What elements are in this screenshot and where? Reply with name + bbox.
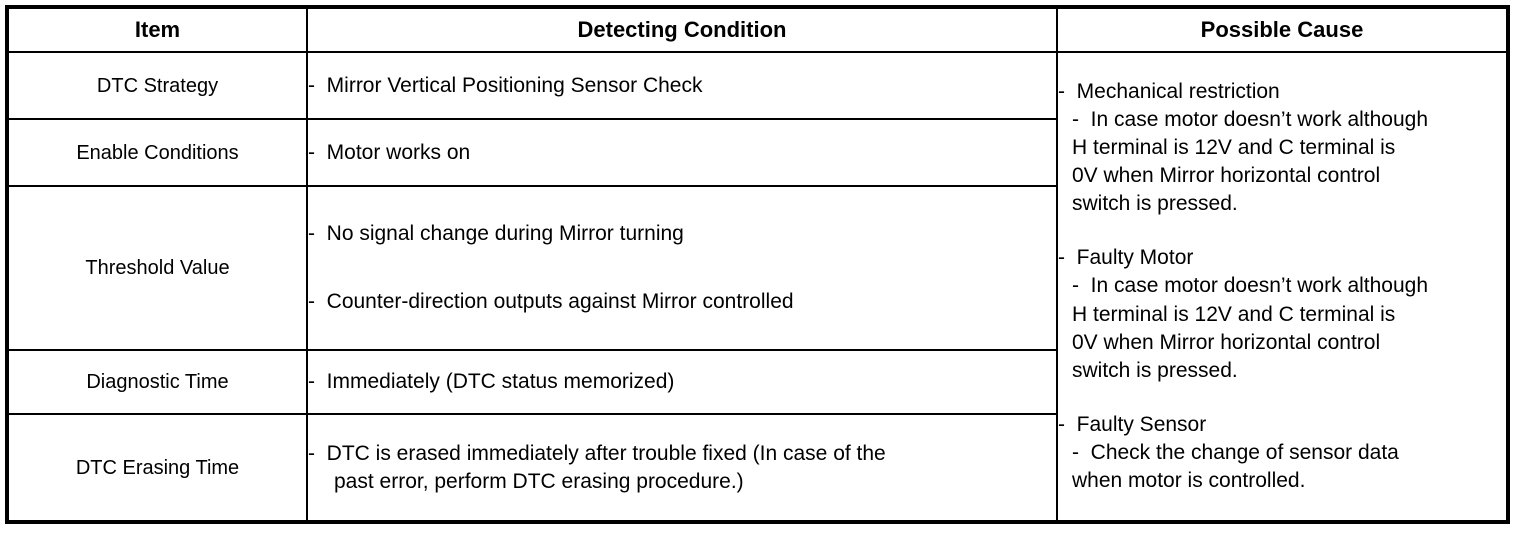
possible-cause-detail-line: switch is pressed. [1072, 358, 1238, 382]
item-cell-dtc-erasing-time: DTC Erasing Time [6, 413, 308, 523]
condition-line: - Counter-direction outputs against Mirr… [308, 290, 794, 313]
item-label: Diagnostic Time [86, 371, 229, 393]
possible-cause-heading: - Mechanical restriction [1058, 79, 1280, 103]
condition-cell-threshold-value: - No signal change during Mirror turning… [306, 185, 1058, 351]
possible-cause-detail-line: H terminal is 12V and C terminal is [1072, 302, 1396, 326]
possible-cause-cell: - Mechanical restriction - In case motor… [1056, 51, 1509, 523]
condition-line: past error, perform DTC erasing procedur… [334, 469, 744, 493]
possible-cause-block-faulty-motor: - Faulty Motor - In case motor doesn’t w… [1058, 244, 1506, 385]
possible-cause-detail-line: - In case motor doesn’t work although [1072, 107, 1429, 131]
condition-line: - DTC is erased immediately after troubl… [308, 441, 886, 465]
column-header-detecting-condition-label: Detecting Condition [577, 17, 787, 42]
possible-cause-block-faulty-sensor: - Faulty Sensor - Check the change of se… [1058, 411, 1506, 495]
item-cell-threshold-value: Threshold Value [6, 185, 308, 351]
condition-line: - Mirror Vertical Positioning Sensor Che… [308, 73, 703, 97]
item-cell-dtc-strategy: DTC Strategy [6, 51, 308, 120]
condition-cell-dtc-strategy: - Mirror Vertical Positioning Sensor Che… [306, 51, 1058, 120]
item-label: Enable Conditions [76, 141, 239, 164]
possible-cause-detail-line: when motor is controlled. [1072, 469, 1306, 493]
possible-cause-detail-line: 0V when Mirror horizontal control [1072, 164, 1381, 188]
table-row-dtc-strategy: DTC Strategy - Mirror Vertical Positioni… [6, 51, 1509, 523]
possible-cause-detail-line: H terminal is 12V and C terminal is [1072, 135, 1396, 159]
condition-cell-dtc-erasing-time: - DTC is erased immediately after troubl… [306, 413, 1058, 523]
condition-cell-enable-conditions: - Motor works on [306, 118, 1058, 187]
column-header-possible-cause: Possible Cause [1056, 6, 1509, 53]
condition-list: - Mirror Vertical Positioning Sensor Che… [308, 72, 1056, 100]
possible-cause-heading: - Faulty Sensor [1058, 412, 1207, 436]
condition-list: - Motor works on [308, 139, 1056, 167]
item-cell-enable-conditions: Enable Conditions [6, 118, 308, 187]
possible-cause-block-mechanical-restriction: - Mechanical restriction - In case motor… [1058, 78, 1506, 219]
possible-cause-detail-line: - In case motor doesn’t work although [1072, 274, 1429, 298]
column-header-item-label: Item [134, 17, 181, 42]
table-row-threshold-value: Threshold Value - No signal change durin… [6, 185, 1508, 351]
condition-cell-diagnostic-time: - Immediately (DTC status memorized) [306, 349, 1058, 415]
item-label: DTC Erasing Time [75, 456, 240, 479]
dtc-diagnostic-table: Item Detecting Condition Possible Cause … [5, 5, 1510, 524]
possible-cause-detail-line: - Check the change of sensor data [1072, 441, 1399, 465]
table-row-diagnostic-time: Diagnostic Time - Immediately (DTC statu… [6, 349, 1508, 415]
table-header-row: Item Detecting Condition Possible Cause [6, 6, 1509, 53]
column-header-possible-cause-label: Possible Cause [1200, 17, 1364, 42]
condition-list: - No signal change during Mirror turning… [308, 220, 1056, 315]
item-label: Threshold Value [85, 257, 230, 279]
condition-line: - Motor works on [308, 140, 471, 164]
column-header-detecting-condition: Detecting Condition [306, 6, 1058, 53]
condition-line: - No signal change during Mirror turning [308, 222, 684, 246]
item-label: DTC Strategy [96, 74, 219, 97]
possible-cause-detail-line: switch is pressed. [1072, 192, 1238, 216]
table-row-dtc-erasing-time: DTC Erasing Time - DTC is erased immedia… [6, 413, 1508, 523]
condition-line: - Immediately (DTC status memorized) [308, 370, 675, 394]
condition-list: - DTC is erased immediately after troubl… [308, 440, 1056, 495]
column-header-item: Item [6, 6, 308, 53]
condition-list: - Immediately (DTC status memorized) [308, 368, 1056, 396]
possible-cause-detail-line: 0V when Mirror horizontal control [1072, 330, 1381, 354]
possible-cause-heading: - Faulty Motor [1058, 246, 1194, 270]
table-row-enable-conditions: Enable Conditions - Motor works on [6, 118, 1508, 187]
item-cell-diagnostic-time: Diagnostic Time [6, 349, 308, 415]
